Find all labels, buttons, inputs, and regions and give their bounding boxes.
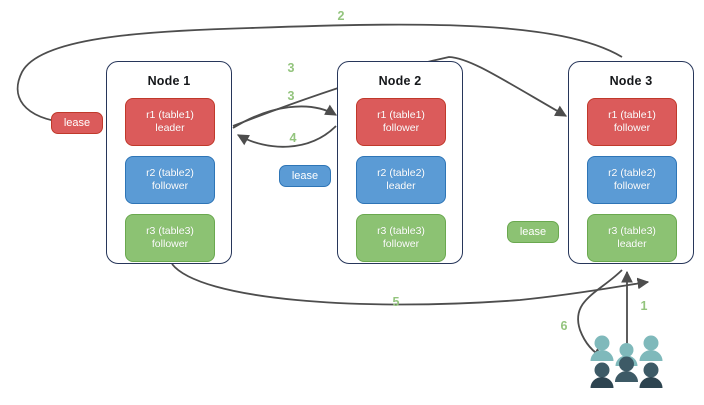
node-1-replica-r3-role: follower [151, 238, 189, 250]
node-2-box[interactable]: Node 2 r1 (table1) follower r2 (table2) … [337, 61, 463, 264]
node-1-replica-r1-name: r1 (table1) [146, 109, 194, 121]
step-label-2: 2 [337, 9, 345, 23]
step-label-4: 4 [289, 131, 297, 145]
lease-badge-red[interactable]: lease [51, 112, 103, 134]
node-3-title: Node 3 [609, 74, 653, 88]
node-2-replica-r3-name: r3 (table3) [377, 225, 425, 237]
edge-step-5 [171, 263, 650, 306]
node-2-replica-r2-role: leader [386, 180, 416, 192]
node-3-box[interactable]: Node 3 r1 (table1) follower r2 (table2) … [568, 61, 694, 264]
node-1-replica-r3-name: r3 (table3) [146, 225, 194, 237]
node-1-replica-r1-role: leader [155, 122, 185, 134]
node-2-replica-r1-name: r1 (table1) [377, 109, 425, 121]
node-3-replica-r2[interactable]: r2 (table2) follower [587, 156, 677, 204]
step-label-5: 5 [392, 295, 400, 309]
node-2-replica-r3-role: follower [382, 238, 420, 250]
users-group-icon [588, 334, 666, 390]
node-3-replica-r3-role: leader [617, 238, 647, 250]
node-1-replica-r2-name: r2 (table2) [146, 167, 194, 179]
node-2-replica-r3[interactable]: r3 (table3) follower [356, 214, 446, 262]
node-1-replica-r1[interactable]: r1 (table1) leader [125, 98, 215, 146]
node-2-replica-r2[interactable]: r2 (table2) leader [356, 156, 446, 204]
node-2-replica-r1-role: follower [382, 122, 420, 134]
node-1-replica-r2-role: follower [151, 180, 189, 192]
node-2-replica-r2-name: r2 (table2) [377, 167, 425, 179]
node-3-replica-r2-role: follower [613, 180, 651, 192]
node-3-replica-r1[interactable]: r1 (table1) follower [587, 98, 677, 146]
node-3-replica-r3-name: r3 (table3) [608, 225, 656, 237]
node-1-box[interactable]: Node 1 r1 (table1) leader r2 (table2) fo… [106, 61, 232, 264]
lease-badge-blue[interactable]: lease [279, 165, 331, 187]
edge-step-3-node1-to-node2 [232, 104, 338, 129]
node-1-title: Node 1 [147, 74, 191, 88]
node-2-title: Node 2 [378, 74, 422, 88]
step-label-3-a: 3 [287, 61, 295, 75]
lease-badge-green[interactable]: lease [507, 221, 559, 243]
node-3-replica-r3[interactable]: r3 (table3) leader [587, 214, 677, 262]
node-1-replica-r2[interactable]: r2 (table2) follower [125, 156, 215, 204]
step-label-6: 6 [560, 319, 568, 333]
node-3-replica-r1-name: r1 (table1) [608, 109, 656, 121]
step-label-3-b: 3 [287, 89, 295, 103]
node-1-replica-r3[interactable]: r3 (table3) follower [125, 214, 215, 262]
node-3-replica-r1-role: follower [613, 122, 651, 134]
step-label-1: 1 [640, 299, 648, 313]
node-3-replica-r2-name: r2 (table2) [608, 167, 656, 179]
node-2-replica-r1[interactable]: r1 (table1) follower [356, 98, 446, 146]
